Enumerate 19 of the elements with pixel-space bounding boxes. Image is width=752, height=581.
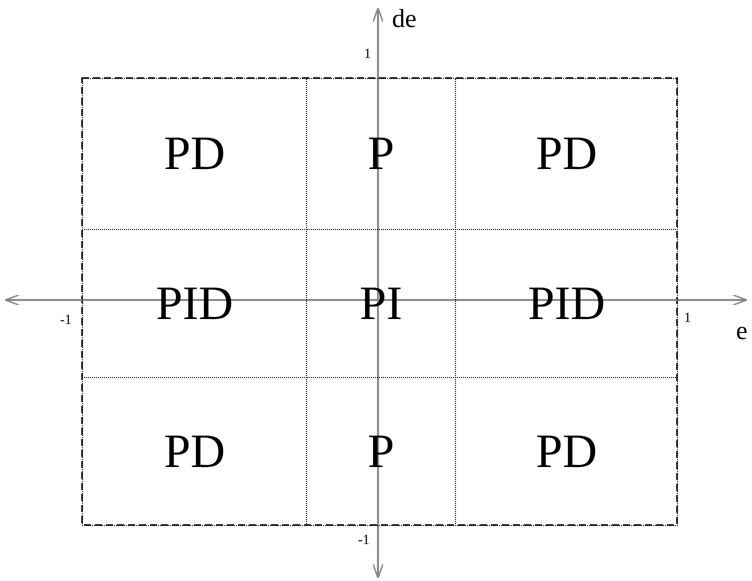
mode-label: PD	[536, 428, 598, 476]
control-region	[82, 78, 307, 230]
mode-label: PID	[156, 280, 234, 328]
mode-label: P	[368, 428, 394, 476]
mode-label: PD	[164, 428, 226, 476]
mode-label: PI	[360, 280, 402, 328]
control-region	[455, 377, 678, 526]
axis-label: e	[736, 318, 748, 344]
mode-label: PID	[528, 280, 606, 328]
control-region	[82, 377, 307, 526]
tick-label: -1	[60, 314, 72, 328]
control-region	[455, 78, 678, 230]
mode-label: PD	[536, 130, 598, 178]
mode-label: PD	[164, 130, 226, 178]
tick-label: -1	[358, 534, 370, 548]
mode-label: P	[368, 130, 394, 178]
tick-label: 1	[684, 312, 691, 326]
tick-label: 1	[364, 48, 371, 62]
axis-label: de	[392, 6, 417, 32]
